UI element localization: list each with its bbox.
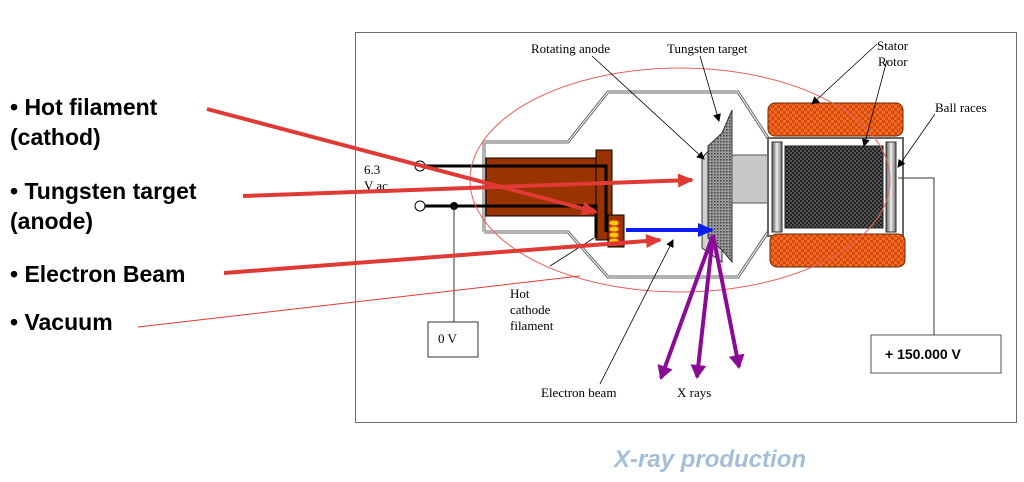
xray-arrow-1 — [657, 234, 715, 380]
bullet-electron-beam: • Electron Beam — [10, 259, 186, 289]
leader-tungsten-target — [699, 55, 721, 122]
rotor — [784, 145, 884, 229]
leader-stator — [811, 43, 878, 105]
bullet-tungsten-target-line1: • Tungsten target — [10, 178, 197, 204]
label-x-rays: X rays — [677, 385, 711, 400]
bullet-tungsten-target-line2: (anode) — [10, 208, 94, 234]
label-electron-beam: Electron beam — [541, 385, 616, 400]
caption: X-ray production — [614, 446, 807, 473]
stator-bottom — [769, 233, 906, 268]
leader-electron-beam — [599, 239, 674, 385]
pointer-lines — [137, 107, 694, 328]
leader-rotor — [861, 59, 888, 147]
high-voltage-label: + 150.000 V — [885, 346, 962, 362]
xray-arrow-3 — [711, 234, 745, 369]
leader-ball-races — [897, 113, 936, 168]
label-ball-races: Ball races — [935, 100, 987, 115]
label-stator: Stator — [877, 38, 909, 53]
xray-arrow-2 — [690, 234, 715, 379]
ball-race-left — [771, 141, 783, 233]
terminal-bottom — [414, 200, 426, 212]
bullet-hot-filament: • Hot filament (cathod) — [10, 92, 157, 152]
label-tungsten-target: Tungsten target — [667, 41, 748, 56]
pointer-vacuum — [137, 275, 581, 328]
label-rotor: Rotor — [878, 54, 908, 69]
tungsten-target — [707, 109, 733, 264]
label-voltage-1: 6.3 — [364, 162, 380, 177]
pointer-hot-filament — [206, 107, 598, 216]
label-hot-cathode-2: cathode — [510, 302, 551, 317]
anode-shaft — [731, 154, 773, 204]
high-voltage-box — [870, 334, 1002, 374]
label-hot-cathode-3: filament — [510, 318, 554, 333]
bullet-electron-beam-line1: • Electron Beam — [10, 261, 186, 287]
xray-arrows — [657, 234, 745, 380]
ball-race-right — [885, 141, 897, 233]
stator-top — [767, 102, 904, 137]
bullet-tungsten-target: • Tungsten target (anode) — [10, 176, 197, 236]
label-hot-cathode-1: Hot — [510, 286, 530, 301]
bullet-vacuum: • Vacuum — [10, 307, 113, 337]
pointer-tungsten-target — [242, 173, 694, 198]
bullet-vacuum-line1: • Vacuum — [10, 309, 113, 335]
bullet-hot-filament-line1: • Hot filament — [10, 94, 158, 120]
bullet-hot-filament-line2: (cathod) — [10, 124, 101, 150]
pointer-electron-beam — [223, 234, 662, 275]
leader-rotating-anode — [591, 55, 705, 160]
zero-volt-label: 0 V — [438, 331, 458, 346]
leader-hot-cathode — [549, 237, 595, 267]
label-rotating-anode: Rotating anode — [531, 41, 610, 56]
zero-volt-box — [427, 321, 479, 358]
